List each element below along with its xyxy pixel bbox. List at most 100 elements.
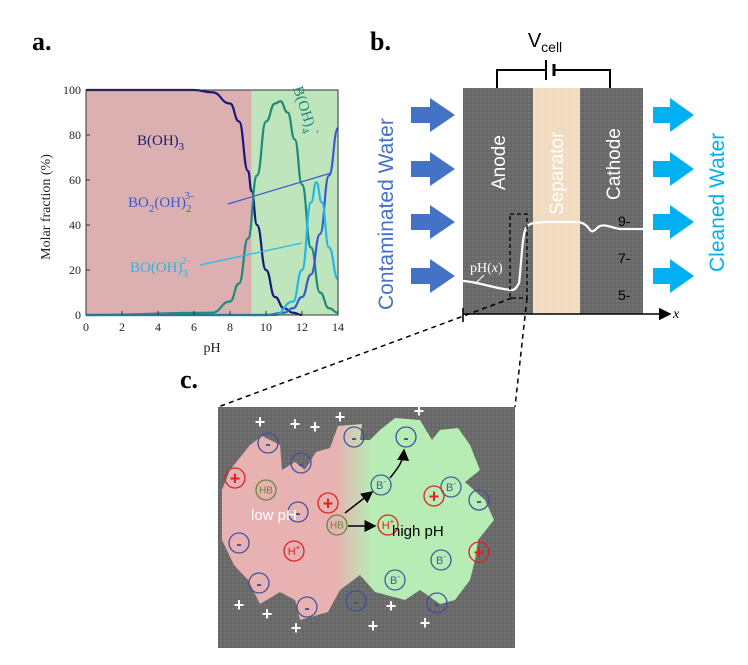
ion-minus-symbol: -: [403, 430, 408, 447]
ion-plus-ring: [224, 467, 246, 489]
leader-bo2oh2: [227, 172, 332, 205]
outflow-arrow: [653, 98, 694, 132]
ion-b-ring: [440, 476, 462, 498]
x-axis-label: x: [672, 307, 680, 322]
zoom-box: [509, 213, 528, 299]
anode-label: Anode: [489, 135, 510, 190]
ion-h-ring: [283, 540, 305, 562]
ion-b-ring: [370, 474, 392, 496]
inflow-arrow: [411, 98, 455, 132]
fixed-charge-plus: +: [291, 618, 302, 638]
fixed-charge-plus: +: [335, 407, 346, 427]
ion-hb-symbol: HB: [330, 521, 344, 532]
ion-b-symbol: B-: [446, 479, 456, 494]
arrow-b-to-site: [389, 448, 410, 479]
outflow-arrow: [653, 152, 694, 186]
label-booh3: BO(OH)32-: [130, 255, 191, 280]
ph-tick-5: 5-: [618, 287, 631, 303]
inflow-arrow: [411, 259, 455, 293]
ion-plus-symbol: +: [323, 493, 334, 513]
outflow-arrows: [653, 98, 694, 293]
cleaned-water-label: Cleaned Water: [706, 133, 729, 272]
x-tick-label: 10: [260, 320, 272, 334]
ion-b-ring: [430, 549, 452, 571]
zoom-line-left: [217, 297, 513, 408]
circuit-wire: [496, 69, 611, 88]
ion-minus-ring: [395, 426, 417, 448]
panel-b: b. Vcell Anode Separator Cathode pH(x) 9…: [370, 27, 729, 322]
ion-minus-symbol: -: [434, 596, 439, 613]
ion-minus-ring: [290, 452, 312, 474]
contaminated-water-label: Contaminated Water: [375, 118, 398, 310]
ion-minus-ring: [287, 501, 309, 523]
y-tick-label: 40: [69, 218, 81, 232]
ion-plus-ring: [317, 492, 339, 514]
panel-c-label: c.: [180, 365, 198, 394]
x-tick-label: 8: [227, 320, 233, 334]
zoom-line-right: [514, 297, 528, 408]
plot-frame: [85, 89, 339, 316]
inflow-arrow: [411, 152, 455, 186]
fixed-charge-plus: +: [386, 596, 397, 616]
fixed-charge-plus: +: [262, 604, 273, 624]
leader-booh3: [199, 242, 303, 266]
y-axis-title: Molar fraction (%): [39, 154, 54, 260]
ph-tick-7: 7-: [618, 250, 631, 266]
ion-hb-symbol: HB: [259, 486, 273, 497]
fixed-charge-plus: +: [420, 613, 431, 633]
y-tick-label: 100: [63, 83, 81, 97]
ion-hb-ring: [255, 479, 277, 501]
ion-minus-ring: [426, 592, 448, 614]
ion-minus-ring: [228, 532, 250, 554]
x-tick-label: 12: [296, 320, 308, 334]
ion-plus-symbol: +: [429, 486, 440, 506]
ion-minus-ring: [257, 432, 279, 454]
x-axis-title: pH: [203, 341, 220, 356]
ion-minus-symbol: -: [236, 536, 241, 553]
ph-profile-curve: [462, 220, 643, 292]
fixed-charge-plus: +: [368, 616, 379, 636]
ion-b-ring: [384, 569, 406, 591]
ion-plus-ring: [423, 485, 445, 507]
ph-tick-9: 9-: [618, 213, 631, 229]
y-tick-label: 0: [75, 308, 81, 322]
label-bo2oh2: BO2(OH)23-: [128, 190, 194, 215]
ion-minus-symbol: -: [351, 430, 356, 447]
ion-minus-ring: [468, 489, 490, 511]
y-tick-label: 80: [69, 128, 81, 142]
high-ph-label: high pH: [392, 523, 444, 540]
ion-minus-symbol: -: [295, 505, 300, 522]
panel-a-label: a.: [32, 27, 52, 56]
ph-profile-label: pH(x): [470, 261, 503, 276]
fixed-charge-plus: +: [290, 414, 301, 434]
ion-minus-ring: [343, 426, 365, 448]
separator-label: Separator: [547, 131, 568, 215]
label-boh3: B(OH)3: [137, 133, 185, 153]
pore-liquid: [222, 418, 494, 620]
ion-plus-symbol: +: [474, 542, 485, 562]
fixed-charge-plus: +: [310, 417, 321, 437]
ion-h-ring: [377, 514, 399, 536]
fixed-charge-plus: +: [255, 412, 266, 432]
anode-block: [463, 88, 533, 314]
low-ph-label: low pH: [251, 507, 297, 524]
ion-minus-ring: [248, 572, 270, 594]
ph-label-leader: [474, 274, 485, 285]
x-tick-label: 4: [155, 320, 161, 334]
ion-minus-ring: [296, 596, 318, 618]
outflow-arrow: [653, 205, 694, 239]
ion-minus-symbol: -: [256, 576, 261, 593]
ion-plus-ring: [468, 541, 490, 563]
ion-b-symbol: B-: [376, 477, 386, 492]
fixed-charge-plus: +: [234, 595, 245, 615]
ph-region-0: [86, 90, 252, 315]
ion-minus-symbol: -: [298, 456, 303, 473]
vcell-label: Vcell: [528, 30, 562, 55]
x-tick-label: 0: [83, 320, 89, 334]
ion-minus-ring: [345, 590, 367, 612]
inflow-arrows: [411, 98, 455, 293]
x-tick-label: 14: [332, 320, 344, 334]
